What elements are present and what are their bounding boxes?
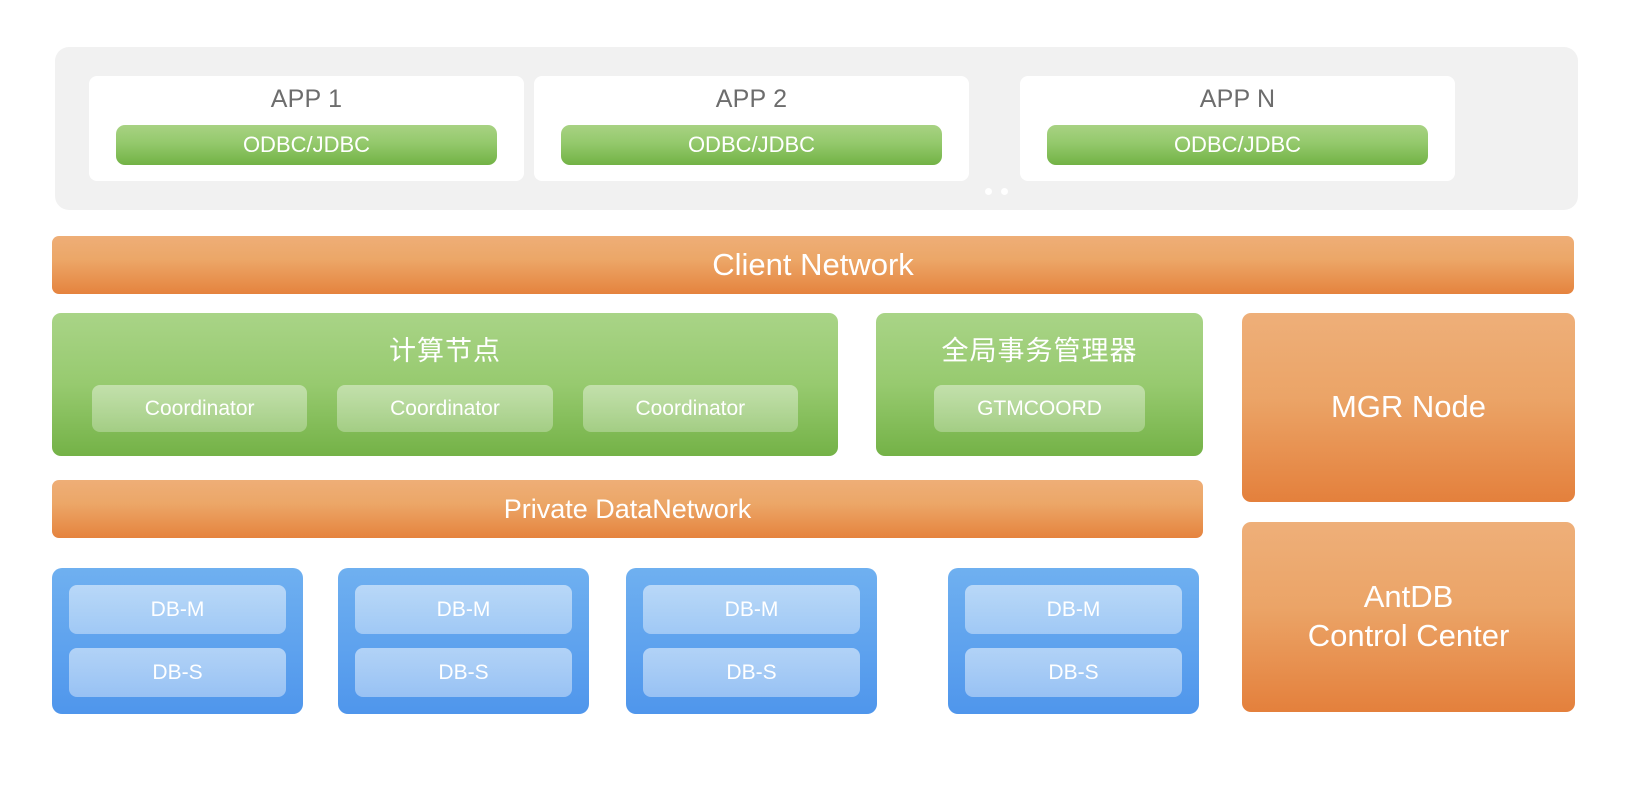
application-tier-panel: APP 1 ODBC/JDBC APP 2 ODBC/JDBC APP N OD… <box>55 47 1578 246</box>
compute-node-title: 计算节点 <box>389 336 501 367</box>
gtmcoord-node: GTMCOORD <box>934 385 1145 432</box>
db-master-3: DB-M <box>643 585 860 634</box>
db-master-1: DB-M <box>69 585 286 634</box>
app-card-2: APP 2 ODBC/JDBC <box>534 76 969 181</box>
db-slave-1: DB-S <box>69 648 286 697</box>
db-slave-2: DB-S <box>355 648 572 697</box>
db-shard-2: DB-M DB-S <box>338 568 589 714</box>
db-shard-4: DB-M DB-S <box>948 568 1199 714</box>
db-shard-3: DB-M DB-S <box>626 568 877 714</box>
app-card-1: APP 1 ODBC/JDBC <box>89 76 524 181</box>
coordinator-1: Coordinator <box>92 385 308 432</box>
global-transaction-manager-block: 全局事务管理器 GTMCOORD <box>876 313 1203 456</box>
antdb-control-center-line1: AntDB <box>1363 579 1454 615</box>
odbc-jdbc-connector-n: ODBC/JDBC <box>1047 125 1428 165</box>
db-slave-4: DB-S <box>965 648 1182 697</box>
app-card-n: APP N ODBC/JDBC <box>1020 76 1455 181</box>
gtmcoord-row: GTMCOORD <box>934 385 1145 432</box>
coordinator-2: Coordinator <box>337 385 553 432</box>
db-master-2: DB-M <box>355 585 572 634</box>
app-title-n: APP N <box>1199 85 1276 113</box>
odbc-jdbc-connector-1: ODBC/JDBC <box>116 125 497 165</box>
coordinator-row: Coordinator Coordinator Coordinator <box>92 385 798 432</box>
db-shard-1: DB-M DB-S <box>52 568 303 714</box>
db-master-4: DB-M <box>965 585 1182 634</box>
antdb-control-center-card: AntDB Control Center <box>1242 522 1575 712</box>
odbc-jdbc-connector-2: ODBC/JDBC <box>561 125 942 165</box>
db-slave-3: DB-S <box>643 648 860 697</box>
app-title-2: APP 2 <box>715 85 788 113</box>
antdb-control-center-line2: Control Center <box>1307 618 1510 653</box>
ellipsis-dots-horizontal <box>983 187 1017 197</box>
mgr-node-card: MGR Node <box>1242 313 1575 502</box>
gtm-title: 全局事务管理器 <box>941 336 1138 367</box>
coordinator-3: Coordinator <box>582 385 798 432</box>
client-network-bar: Client Network <box>52 236 1574 294</box>
private-data-network-bar: Private DataNetwork <box>52 480 1203 538</box>
app-title-1: APP 1 <box>270 85 343 113</box>
compute-node-block: 计算节点 Coordinator Coordinator Coordinator <box>52 313 838 456</box>
